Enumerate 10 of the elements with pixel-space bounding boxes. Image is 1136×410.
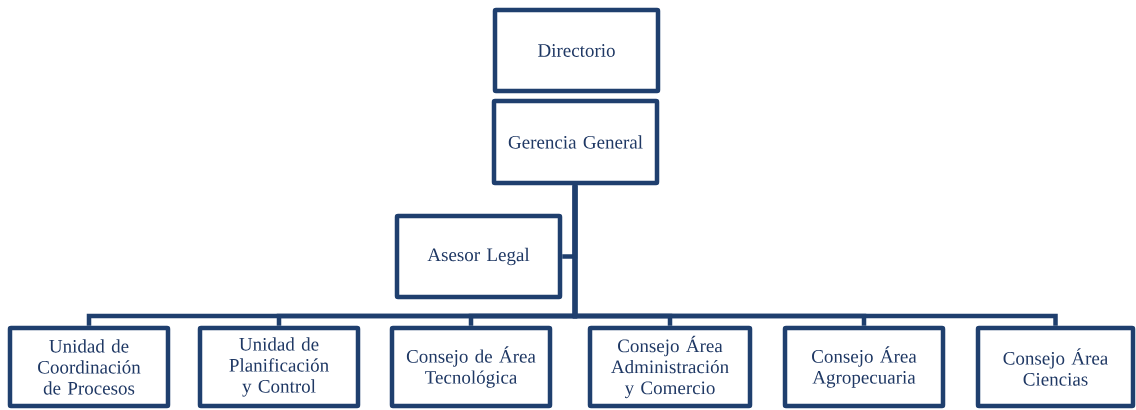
org-box: Unidad de Planificación y Control [197, 325, 361, 409]
org-box: Consejo Área Ciencias [975, 325, 1136, 409]
org-box: Consejo Área Administración y Comercio [587, 325, 753, 409]
org-box: Gerencia General [491, 98, 660, 186]
org-box: Consejo de Área Tecnológica [389, 325, 553, 409]
org-box: Directorio [492, 7, 661, 94]
connector-line [572, 185, 1058, 326]
org-box: Asesor Legal [394, 213, 563, 300]
org-box: Unidad de Coordinación de Procesos [7, 325, 171, 409]
org-box: Consejo Área Agropecuaria [782, 325, 946, 409]
